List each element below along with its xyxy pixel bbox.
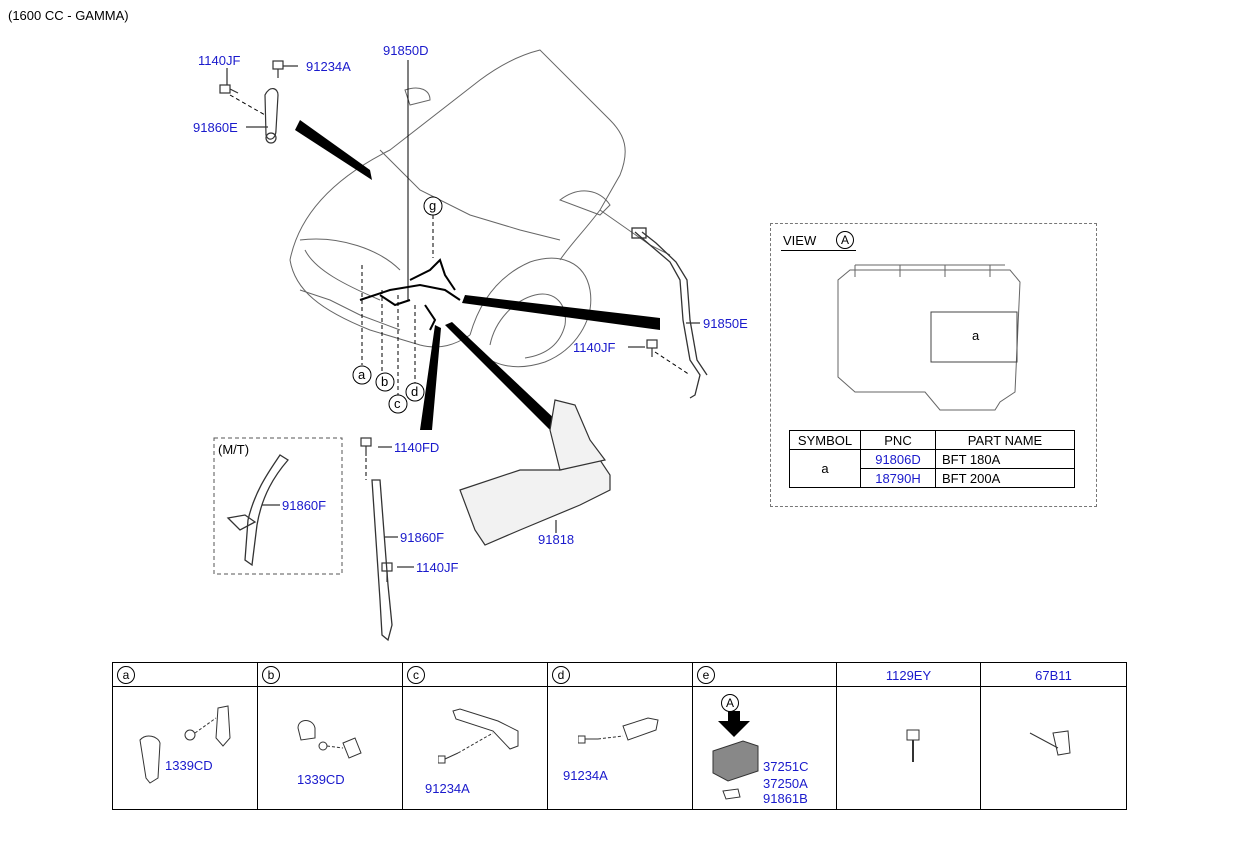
detail-col-1129ey (837, 663, 981, 809)
view-a-title: VIEW (783, 233, 817, 248)
view-a-inner-label: a (972, 328, 980, 343)
view-a-underline (781, 250, 856, 251)
callout-1140jf-mid[interactable]: 1140JF (573, 340, 616, 355)
mt-label: (M/T) (218, 442, 250, 457)
wire-harness (359, 258, 461, 331)
detail-col-e (693, 663, 837, 809)
callout-1140jf-low[interactable]: 1140JF (416, 560, 459, 575)
detail-c-drawing (438, 708, 519, 764)
detail-col-c (403, 663, 548, 809)
detail-d-label[interactable]: 91234A (563, 768, 608, 783)
detail-b-label[interactable]: 1339CD (297, 772, 345, 787)
detail-table-header-row (113, 663, 1126, 687)
marker-d: d (411, 384, 419, 399)
detail-a-drawing (139, 705, 231, 784)
fuse-box-outline (837, 264, 1021, 411)
marker-b: b (381, 374, 389, 389)
symbol-cell: a (789, 449, 861, 488)
part-name-cell: BFT 180A (935, 449, 1075, 469)
callout-91860f[interactable]: 91860F (400, 530, 445, 545)
marker-c: c (394, 396, 401, 411)
pnc-table: SYMBOL PNC PART NAME a 91806D BFT 180A 1… (789, 430, 1075, 488)
callout-91860e[interactable]: 91860E (193, 120, 238, 135)
view-a-circle: A (836, 231, 854, 249)
detail-c-label[interactable]: 91234A (425, 781, 470, 796)
main-illustration (213, 49, 708, 642)
callout-1140fd[interactable]: 1140FD (394, 440, 440, 455)
bracket-91860e-shape (264, 88, 279, 144)
leader-lines (226, 60, 700, 568)
rod-91860f-shape (226, 454, 393, 642)
detail-head-b: b (262, 666, 280, 684)
col-pnc-header: PNC (860, 430, 936, 450)
bolt-1129ey-icon (906, 729, 920, 762)
callout-91850e[interactable]: 91850E (703, 316, 748, 331)
callout-91850d[interactable]: 91850D (383, 43, 429, 58)
detail-head-67b11[interactable]: 67B11 (1035, 668, 1072, 683)
dashed-lines (229, 94, 691, 480)
detail-e-label-2[interactable]: 37250A (763, 776, 808, 791)
leader-wedges (295, 120, 660, 430)
detail-head-e: e (697, 666, 715, 684)
view-a-panel (770, 223, 1097, 507)
mt-box (213, 437, 343, 575)
circle-markers (352, 196, 443, 414)
bracket-91818-shape (459, 399, 611, 546)
clip-67b11-icon (1029, 730, 1071, 756)
col-partname-header: PART NAME (935, 430, 1075, 450)
marker-a: a (358, 367, 366, 382)
col-symbol-header: SYMBOL (789, 430, 861, 450)
callout-91860f-mt[interactable]: 91860F (282, 498, 327, 513)
detail-col-b (258, 663, 403, 809)
pnc-cell[interactable]: 91806D (860, 449, 936, 469)
callout-91234a-top[interactable]: 91234A (306, 59, 351, 74)
detail-head-1129ey[interactable]: 1129EY (885, 668, 932, 683)
detail-col-d (548, 663, 693, 809)
part-name-cell: BFT 200A (935, 468, 1075, 488)
callout-91818[interactable]: 91818 (538, 532, 575, 547)
detail-e-label-1[interactable]: 37251C (763, 759, 809, 774)
detail-e-label-3[interactable]: 91861B (763, 791, 808, 806)
pnc-cell[interactable]: 18790H (860, 468, 936, 488)
detail-col-a (113, 663, 258, 809)
callout-1140jf-top[interactable]: 1140JF (198, 53, 241, 68)
marker-g: g (429, 198, 437, 213)
detail-e-drawing (712, 711, 759, 800)
detail-table: a b c d e 1129EY 67B11 1339CD 1339CD 912… (112, 662, 1127, 810)
detail-e-view-circle: A (721, 694, 739, 712)
detail-head-c: c (407, 666, 425, 684)
detail-a-label[interactable]: 1339CD (165, 758, 213, 773)
diagram-title: (1600 CC - GAMMA) (8, 8, 129, 23)
detail-d-drawing (578, 717, 659, 744)
detail-b-drawing (297, 720, 362, 759)
detail-head-d: d (552, 666, 570, 684)
cable-91850e-shape (631, 227, 708, 399)
detail-head-a: a (117, 666, 135, 684)
